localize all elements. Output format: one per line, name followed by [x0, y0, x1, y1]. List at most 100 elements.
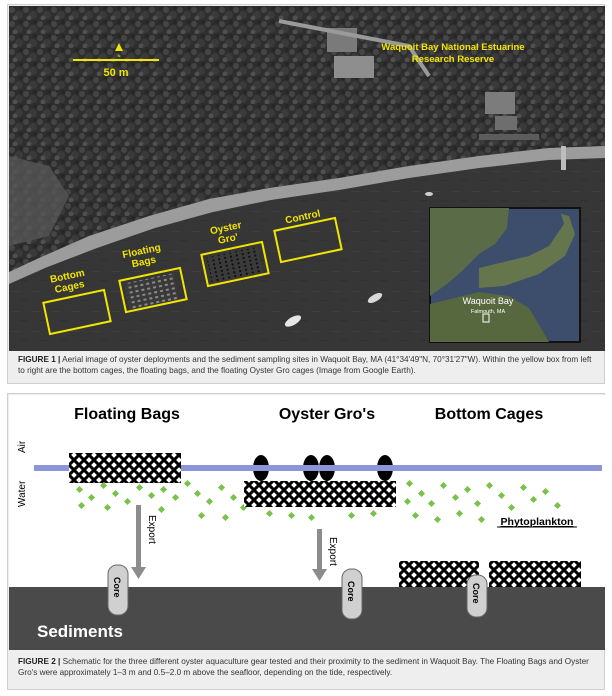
phytoplankton-diamond — [265, 509, 274, 518]
reserve-title-line1: Waquoit Bay National Estuarine — [381, 42, 524, 53]
reserve-title-line2: Research Reserve — [412, 54, 494, 65]
north-arrow-icon: N — [115, 43, 123, 58]
phytoplankton-diamond — [135, 483, 144, 492]
phytoplankton-diamond — [529, 495, 538, 504]
phytoplankton-diamond — [347, 511, 356, 520]
phytoplankton-diamond — [451, 493, 460, 502]
phytoplankton-diamond — [193, 489, 202, 498]
phytoplankton-diamond — [229, 493, 238, 502]
phytoplankton-diamond — [217, 483, 226, 492]
export-arrow-left — [131, 505, 146, 579]
figure-1-panel: Bottom Cages Floating Bags Oyster Gro' C… — [7, 4, 605, 384]
oyster-gro-mesh — [244, 481, 396, 507]
bottom-cages-box — [42, 288, 112, 336]
forest-area — [9, 6, 605, 272]
floating-bags-box — [118, 266, 188, 314]
phytoplankton-diamond — [439, 481, 448, 490]
heading-bottom-cages: Bottom Cages — [435, 406, 544, 423]
floating-bags-label-line2: Bags — [131, 254, 158, 270]
pier — [561, 146, 566, 170]
phytoplankton-diamond — [553, 501, 562, 510]
phytoplankton-diamond — [159, 485, 168, 494]
phytoplankton-diamond — [75, 485, 84, 494]
building — [485, 92, 515, 114]
figure-2-caption-text: Schematic for the three different oyster… — [18, 657, 589, 677]
inset-sublabel: Falmouth, MA — [471, 309, 506, 315]
phytoplankton-diamond — [183, 479, 192, 488]
phytoplankton-particles — [75, 479, 562, 524]
oyster-gro-label-line2: Gro' — [217, 232, 239, 247]
dock — [479, 134, 539, 140]
figure-2-caption-label: FIGURE 2 | — [18, 657, 61, 666]
road — [278, 19, 431, 78]
phytoplankton-diamond — [485, 481, 494, 490]
floating-bags-mesh — [69, 453, 181, 483]
phytoplankton-diamond — [103, 503, 112, 512]
air-label: Air — [17, 440, 28, 453]
control-box — [273, 216, 343, 264]
phytoplankton-diamond — [411, 511, 420, 520]
core-right: Core — [466, 574, 488, 618]
phytoplankton-diamond — [519, 483, 528, 492]
beach-strip — [9, 146, 605, 284]
marsh-area — [9, 156, 69, 246]
phytoplankton-diamond — [463, 485, 472, 494]
core-label: Core — [471, 583, 481, 604]
phytoplankton-diamond — [427, 499, 436, 508]
phytoplankton-diamond — [405, 479, 414, 488]
boat — [284, 315, 302, 327]
phytoplankton-diamond — [507, 503, 516, 512]
phytoplankton-diamond — [473, 499, 482, 508]
figure-1-caption-text: Aerial image of oyster deployments and t… — [18, 355, 592, 375]
figure-2-caption: FIGURE 2 | Schematic for the three diffe… — [18, 656, 594, 678]
building — [334, 56, 374, 78]
building — [495, 116, 517, 130]
figure-1-caption: FIGURE 1 | Aerial image of oyster deploy… — [18, 354, 594, 376]
bottom-cage-mesh-right — [489, 561, 581, 587]
core-label: Core — [346, 581, 356, 602]
inset-map: Waquoit Bay Falmouth, MA — [429, 207, 581, 343]
heading-floating-bags: Floating Bags — [74, 406, 180, 423]
oyster-gro-box — [200, 240, 270, 288]
phytoplankton-diamond — [221, 513, 230, 522]
phytoplankton-diamond — [307, 513, 316, 522]
core-middle: Core — [341, 568, 363, 620]
phytoplankton-diamond — [433, 515, 442, 524]
export-arrow-right — [312, 529, 327, 581]
figure-1-caption-label: FIGURE 1 | — [18, 355, 61, 364]
floating-bags-deployment — [124, 273, 180, 311]
phytoplankton-diamond — [157, 505, 166, 514]
boat — [367, 292, 383, 304]
scale-label: 50 m — [103, 67, 128, 79]
core-label: Core — [112, 577, 122, 598]
figure-1-aerial-image: Bottom Cages Floating Bags Oyster Gro' C… — [9, 6, 605, 351]
figure-2-schematic: Floating Bags Oyster Gro's Bottom Cages … — [9, 395, 605, 650]
phytoplankton-diamond — [477, 515, 486, 524]
export-label-right: Export — [327, 537, 338, 566]
phytoplankton-diamond — [197, 511, 206, 520]
phytoplankton-diamond — [147, 491, 156, 500]
phytoplankton-diamond — [497, 491, 506, 500]
phytoplankton-label: Phytoplankton — [501, 516, 574, 528]
phytoplankton-diamond — [87, 493, 96, 502]
phytoplankton-diamond — [99, 481, 108, 490]
phytoplankton-diamond — [123, 497, 132, 506]
core-left: Core — [107, 564, 129, 616]
heading-oyster-gro: Oyster Gro's — [279, 406, 375, 423]
sediments-label: Sediments — [37, 622, 123, 641]
boat — [425, 192, 433, 196]
oyster-gro-deployment — [206, 246, 264, 286]
figure-2-panel: Floating Bags Oyster Gro's Bottom Cages … — [7, 393, 605, 690]
export-label-left: Export — [146, 515, 157, 544]
phytoplankton-diamond — [455, 509, 464, 518]
phytoplankton-diamond — [171, 493, 180, 502]
inset-label: Waquoit Bay — [463, 296, 514, 306]
inset-location-marker — [482, 313, 490, 323]
phytoplankton-diamond — [287, 511, 296, 520]
phytoplankton-diamond — [369, 509, 378, 518]
phytoplankton-diamond — [541, 487, 550, 496]
phytoplankton-diamond — [403, 497, 412, 506]
phytoplankton-diamond — [77, 501, 86, 510]
north-label: N — [118, 53, 121, 58]
phytoplankton-diamond — [111, 489, 120, 498]
